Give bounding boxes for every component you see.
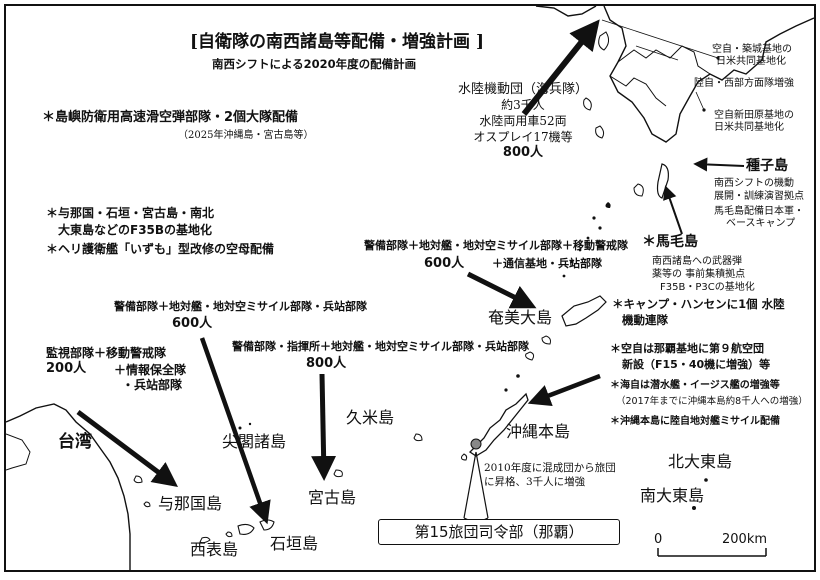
map: [自衛隊の南西諸島等配備・増強計画 ] 南西シフトによる2020年度の配備計画 … [4,4,816,572]
amami-units: 警備部隊＋地対艦・地対空ミサイル部隊＋移動警戒隊 [364,239,628,252]
tanegashima-detail-1: 南西シフトの機動 [714,178,794,189]
taiwan-label: 台湾 [58,432,92,452]
hsgv-note-detail: （2025年沖縄島・宮古島等） [178,130,314,141]
amphibious-vehicles: 水陸両用車52両 [479,114,567,128]
amphibious-brigade-label: 水陸機動団（海兵隊） [458,82,589,97]
okinawa-island [468,392,529,457]
amami-personnel: 600人 [424,256,465,271]
map-title: [自衛隊の南西諸島等配備・増強計画 ] [190,32,485,52]
yonaguni-intel: ＋情報保全隊 [114,363,187,377]
ishigaki-island [259,519,275,531]
yonaguni-units: 監視部隊＋移動警戒隊 [46,346,167,360]
navy-note: ＊海自は潜水艦・イージス艦の増強等 [610,380,780,391]
hansen-note: ＊キャンプ・ハンセンに1個 水陸 [612,297,785,311]
senkaku-label: 尖閣諸島 [222,432,287,451]
miyako-label: 宮古島 [308,488,357,507]
f35b-note-line2: 大東島などのF35Bの基地化 [58,223,213,237]
amphibious-personnel: 800人 [502,145,544,160]
map-subtitle: 南西シフトによる2020年度の配備計画 [212,57,417,71]
tanegashima-detail-2: 展開・訓練演習拠点 [714,191,804,202]
amphibious-strength: 約3千人 [501,98,545,112]
brigade-note: 2010年度に混成団から旅団 [484,462,616,474]
map-graphics [6,6,814,570]
hsgv-note: ＊島嶼防衛用高速滑空弾部隊・2個大隊配備 [42,110,299,125]
amami-label: 奄美大島 [488,308,553,327]
navy-note-detail: （2017年までに沖縄本島約8千人への増強） [616,396,808,407]
naha-marker [470,438,482,450]
tanegashima-detail-4: ベースキャンプ [726,218,796,229]
brigade-note-line2: に昇格、3千人に増強 [484,476,586,488]
tanegashima-detail-3: 馬毛島配備日本軍・ [714,206,804,217]
mageshima-label: ＊馬毛島 [642,234,698,250]
ishigaki-units: 警備部隊＋地対艦・地対空ミサイル部隊・兵站部隊 [114,300,367,313]
miyako-units: 警備部隊・指揮所＋地対艦・地対空ミサイル部隊・兵站部隊 [232,340,529,353]
nyutabaru-note-line2: 日米共同基地化 [714,122,784,133]
miyako-personnel: 800人 [306,356,347,371]
nyutabaru-note: 空自新田原基地の [714,110,794,121]
yonaguni-personnel: 200人 [46,361,87,376]
tanegashima-label: 種子島 [746,158,788,174]
seibu-note: 陸自・西部方面隊増強 [694,78,794,89]
taiwan-coast [6,403,131,570]
kume-label: 久米島 [346,408,395,427]
tsuiki-note: 空自・築城基地の [712,44,792,55]
tanegashima-island [656,163,669,199]
izumo-note: ＊ヘリ護衛艦「いずも」型改修の空母配備 [46,242,275,256]
ishigaki-label: 石垣島 [270,534,319,553]
iriomote-island [237,523,255,535]
scale-zero-label: 0 [654,532,663,547]
mageshima-detail-2: 薬等の 事前集積拠点 [652,269,746,280]
ssm-okinawa-note: ＊沖縄本島に陸自地対艦ミサイル配備 [610,416,780,427]
mageshima-detail-3: F35B・P3Cの基地化 [660,282,755,293]
kitadaito-label: 北大東島 [668,452,733,471]
iriomote-label: 西表島 [190,540,239,559]
minamidaito-label: 南大東島 [640,486,705,505]
hansen-note-line2: 機動連隊 [622,313,668,327]
naha-air-note-line2: 新設（F15・40機に増強）等 [622,358,771,371]
scale-max-label: 200km [722,532,768,547]
mageshima-detail-1: 南西諸島への武器弾 [652,256,742,267]
naha-air-note: ＊空自は那覇基地に第９航空団 [610,342,764,355]
amami-support: ＋通信基地・兵站部隊 [492,257,602,270]
kyushu-coast [535,6,814,143]
okinawa-label: 沖縄本島 [506,422,571,441]
f35b-note: ＊与那国・石垣・宮古島・南北 [46,206,215,220]
tsuiki-note-line2: 日米共同基地化 [716,56,786,67]
ishigaki-personnel: 600人 [172,316,213,331]
amami-island [561,295,607,327]
amphibious-osprey: オスプレイ17機等 [473,130,573,144]
yonaguni-label: 与那国島 [158,494,223,513]
hq-label-box: 第15旅団司令部（那覇） [378,519,620,545]
yonaguni-logistics: ・兵站部隊 [122,378,183,392]
